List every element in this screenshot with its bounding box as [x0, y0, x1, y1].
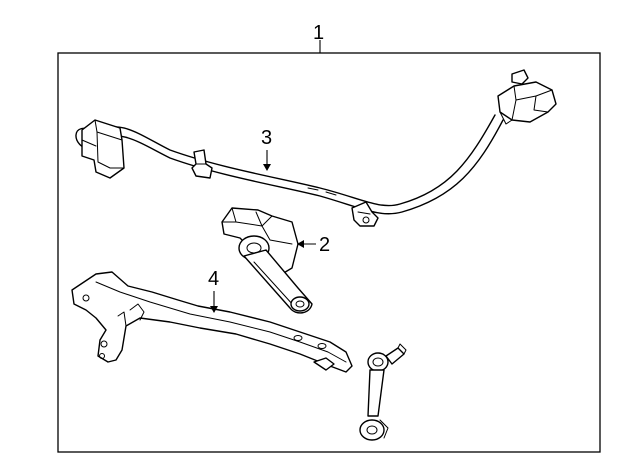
harness-clip-left[interactable]	[191, 149, 213, 179]
callout-4-label: 4	[208, 268, 219, 290]
wiring-harness[interactable]	[75, 69, 557, 227]
callout-1[interactable]: 1	[313, 22, 324, 53]
callout-4[interactable]: 4	[208, 268, 219, 313]
sensor-bracket[interactable]	[71, 271, 353, 373]
harness-clip-right[interactable]	[351, 201, 379, 227]
leveling-sensor[interactable]	[221, 207, 313, 314]
callout-2-label: 2	[319, 234, 330, 256]
assembly-frame	[57, 52, 601, 453]
callout-2[interactable]: 2	[297, 234, 330, 256]
right-connector[interactable]	[497, 69, 557, 125]
callout-3-label: 3	[261, 127, 272, 149]
callout-1-label: 1	[313, 22, 324, 44]
callout-3[interactable]: 3	[261, 127, 272, 171]
linkage-rod[interactable]	[359, 343, 407, 441]
left-connector[interactable]	[81, 119, 125, 179]
